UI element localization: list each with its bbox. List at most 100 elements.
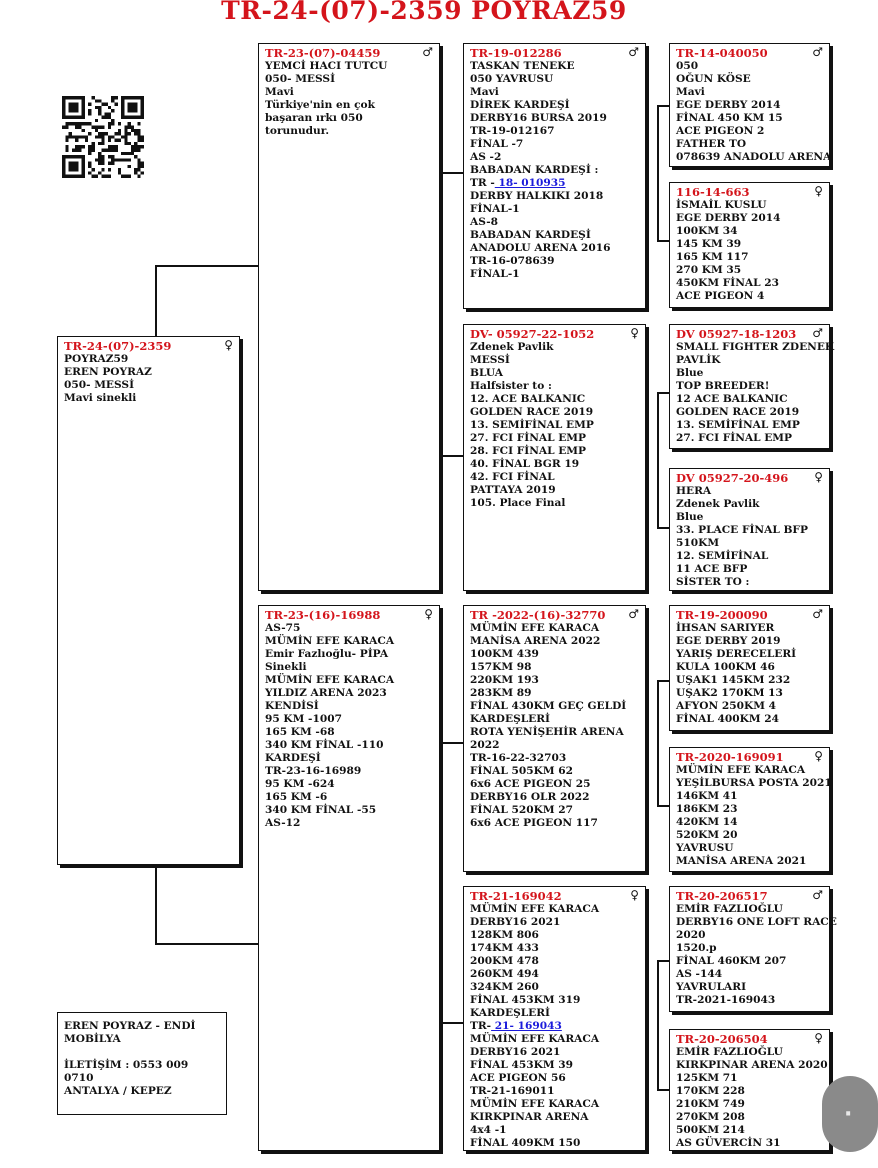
prefix: TR - (470, 177, 495, 189)
male-symbol-icon: ♂ (628, 45, 639, 59)
detail-line: 165 KM -6 (265, 791, 328, 803)
detail-line: Sinekli (265, 661, 307, 673)
detail-line: ACE PIGEON 4 (676, 290, 765, 302)
detail-line: TASKAN TENEKE (470, 60, 575, 72)
detail-line: FİNAL 430KM GEÇ GELDİ (470, 700, 627, 712)
detail-line: EREN POYRAZ (64, 366, 152, 378)
detail-line: TR-23-16-16989 (265, 765, 362, 777)
detail-line: 13. SEMİFİNAL EMP (676, 419, 800, 431)
connector-dam-sire-horizontal (441, 742, 463, 744)
ring-number: TR -2022-(16)-32770 (470, 608, 606, 622)
detail-line: FİNAL 409KM 150 (470, 1137, 581, 1149)
connector-sd-top (657, 392, 669, 394)
floating-action-button[interactable]: · (822, 1076, 878, 1152)
detail-line: Blue (676, 511, 704, 523)
connector-ds-bottom (657, 805, 669, 807)
owner-line: MOBİLYA (64, 1033, 121, 1045)
page-title: TR-24-(07)-2359 POYRAZ59 (221, 0, 627, 25)
detail-line: DERBY16 BURSA 2019 (470, 112, 607, 124)
detail-line-link[interactable]: TR- 21- 169043 (470, 1020, 639, 1033)
ring-number: DV 05927-18-1203 (676, 327, 797, 341)
detail-line: FİNAL 520KM 27 (470, 804, 573, 816)
detail-line: 270KM 208 (676, 1111, 745, 1123)
detail-line: GOLDEN RACE 2019 (470, 406, 594, 418)
female-symbol-icon: ♀ (814, 184, 823, 198)
detail-line: başaran ırkı 050 (265, 112, 363, 124)
detail-line: 340 KM FİNAL -55 (265, 804, 377, 816)
female-symbol-icon: ♀ (424, 607, 433, 621)
detail-line: KARDEŞLERİ (470, 1007, 550, 1019)
detail-line: YAVRULARI (676, 981, 747, 993)
detail-line: FİNAL-1 (470, 203, 520, 215)
ring-number: TR-23-(16)-16988 (265, 608, 381, 622)
connector-dam-dam-horizontal (441, 1022, 463, 1024)
ring-number: TR-20-206517 (676, 889, 768, 903)
ring-number: TR-23-(07)-04459 (265, 46, 381, 60)
detail-line: 157KM 98 (470, 661, 532, 673)
detail-line: Mavi (676, 86, 705, 98)
owner-line (64, 1046, 220, 1059)
detail-line: PATTAYA 2019 (470, 484, 556, 496)
detail-line: 6x6 ACE PIGEON 117 (470, 817, 598, 829)
detail-line: 078639 ANADOLU ARENA (676, 151, 832, 163)
male-symbol-icon: ♂ (628, 607, 639, 621)
detail-line: Emir Fazlıoğlu- PİPA (265, 648, 389, 660)
connector-ss-bottom (657, 240, 669, 242)
ring-number: TR-19-200090 (676, 608, 768, 622)
detail-line: Blue (676, 367, 704, 379)
detail-line: YILDIZ ARENA 2023 (265, 687, 387, 699)
detail-line: 12. SEMİFİNAL (676, 550, 769, 562)
qr-code-icon (62, 96, 144, 178)
detail-line: 1520.p (676, 942, 717, 954)
detail-line: FİNAL -7 (470, 138, 524, 150)
detail-line: 105. Place Final (470, 497, 566, 509)
detail-line: AS-12 (265, 817, 301, 829)
detail-line: 2020 (676, 929, 706, 941)
detail-line: EGE DERBY 2019 (676, 635, 781, 647)
detail-line: DERBY16 2021 (470, 916, 561, 928)
detail-line: 210KM 749 (676, 1098, 745, 1110)
ring-number-link[interactable]: 18- 010935 (494, 177, 566, 189)
detail-line: Mavi sinekli (64, 392, 137, 404)
detail-line: BLUA (470, 367, 503, 379)
detail-line-link[interactable]: TR - 18- 010935 (470, 177, 639, 190)
detail-line: POYRAZ59 (64, 353, 129, 365)
owner-line: 0710 (64, 1072, 94, 1084)
connector-subject-dam-horizontal (155, 943, 258, 945)
detail-line: 42. FCI FİNAL (470, 471, 555, 483)
detail-line: 28. FCI FİNAL EMP (470, 445, 586, 457)
detail-line: YAVRUSU (676, 842, 734, 854)
detail-line: ROTA YENİŞEHİR ARENA (470, 726, 624, 738)
detail-line: 13. SEMİFİNAL EMP (470, 419, 594, 431)
detail-line: İHSAN SARIYER (676, 622, 775, 634)
ring-number: TR-19-012286 (470, 46, 562, 60)
connector-ds-top (657, 680, 669, 682)
detail-line: DERBY16 OLR 2022 (470, 791, 590, 803)
ring-number-link[interactable]: 21- 169043 (491, 1020, 562, 1032)
connector-subject-sire-vertical (155, 265, 157, 337)
detail-line: OĞUN KÖSE (676, 73, 751, 85)
detail-line: TR-16-22-32703 (470, 752, 567, 764)
detail-line: Zdenek Pavlik (676, 498, 760, 510)
